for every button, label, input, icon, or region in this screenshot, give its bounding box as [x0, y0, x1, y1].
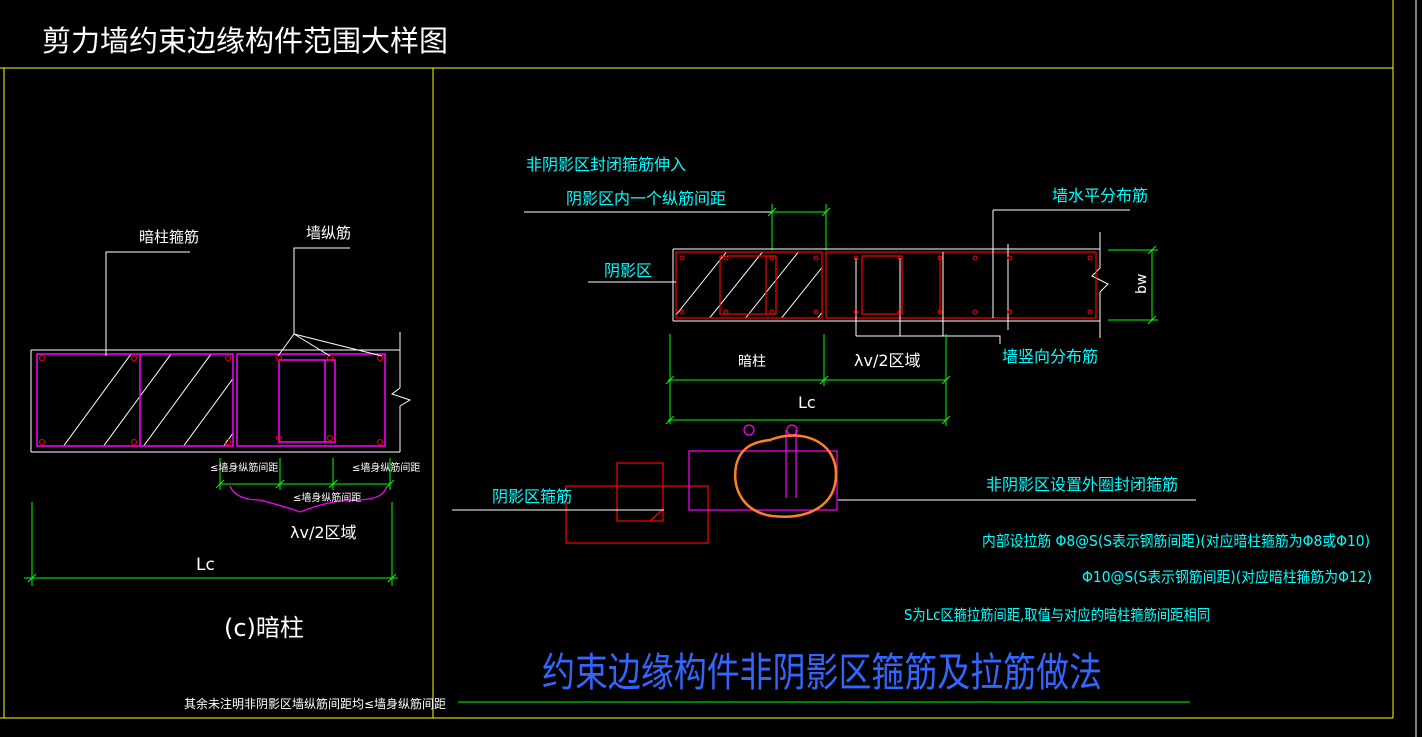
label-shadow-zone: 阴影区 [604, 261, 652, 280]
outer-stirrup-detail [688, 424, 838, 511]
left-lc-label: Lc [196, 555, 215, 575]
left-caption: (c)暗柱 [224, 614, 304, 642]
bw-dimension [1108, 245, 1158, 325]
left-zone-brace [229, 485, 387, 513]
highlight-circle [734, 434, 838, 518]
label-vertical-dist: 墙竖向分布筋 [1002, 347, 1098, 366]
extend-dimension [767, 204, 831, 250]
note-extend-line2: 阴影区内一个纵筋间距 [566, 189, 726, 208]
left-leaders [105, 247, 383, 357]
left-column-hatch [62, 354, 233, 446]
shadow-zone-stirrup-detail [565, 462, 709, 544]
right-zone-label: λv/2区域 [854, 351, 921, 370]
right-detail: 非阴影区封闭箍筋伸入 阴影区内一个纵筋间距 [452, 155, 1372, 703]
drawing-frame [0, 0, 1394, 719]
left-detail-c: 暗柱箍筋 墙纵筋 ≤墙身纵筋间距 ≤墙身纵筋间距 ≤墙身纵筋间距 λv/2区域 … [24, 224, 446, 711]
right-dimensions [665, 334, 951, 426]
note-extend-line1: 非阴影区封闭箍筋伸入 [526, 155, 686, 174]
label-bw: bw [1134, 274, 1150, 294]
left-wall-outline [30, 332, 412, 453]
label-shadow-stirrup: 阴影区箍筋 [492, 487, 572, 506]
note-tie-line2: Φ10@S(S表示钢筋间距)(对应暗柱箍筋为Φ12) [1082, 568, 1372, 586]
label-column-stirrup: 暗柱箍筋 [139, 228, 199, 246]
right-wall-outline [672, 232, 1109, 338]
left-stirrups [36, 353, 386, 447]
drawing-title: 剪力墙约束边缘构件范围大样图 [42, 24, 448, 58]
left-dimensions [24, 458, 398, 586]
right-tie-lines [855, 209, 1130, 344]
right-stirrups [675, 251, 1097, 319]
label-outer-stirrup: 非阴影区设置外圈封闭箍筋 [986, 475, 1178, 494]
note-tie-line1: 内部设拉筋 Φ8@S(S表示钢筋间距)(对应暗柱箍筋为Φ8或Φ10) [982, 532, 1370, 550]
label-wall-vertical-bar: 墙纵筋 [306, 224, 351, 242]
dim-spacing-mid: ≤墙身纵筋间距 [293, 491, 361, 504]
right-main-title: 约束边缘构件非阴影区箍筋及拉筋做法 [542, 650, 1102, 696]
note-s: S为Lc区箍拉筋间距,取值与对应的暗柱箍筋间距相同 [904, 606, 1210, 624]
right-column-hatch [676, 252, 822, 318]
dim-spacing-right: ≤墙身纵筋间距 [352, 461, 420, 474]
right-column-label: 暗柱 [738, 354, 766, 370]
label-horizontal-bar: 墙水平分布筋 [1052, 186, 1148, 205]
right-vertical-bars [679, 255, 1093, 315]
left-footnote: 其余未注明非阴影区墙纵筋间距均≤墙身纵筋间距 [184, 696, 446, 711]
left-vertical-bars [39, 355, 383, 445]
left-zone-label: λv/2区域 [290, 523, 357, 542]
dim-spacing-left: ≤墙身纵筋间距 [210, 461, 278, 474]
right-lc-label: Lc [798, 393, 816, 412]
